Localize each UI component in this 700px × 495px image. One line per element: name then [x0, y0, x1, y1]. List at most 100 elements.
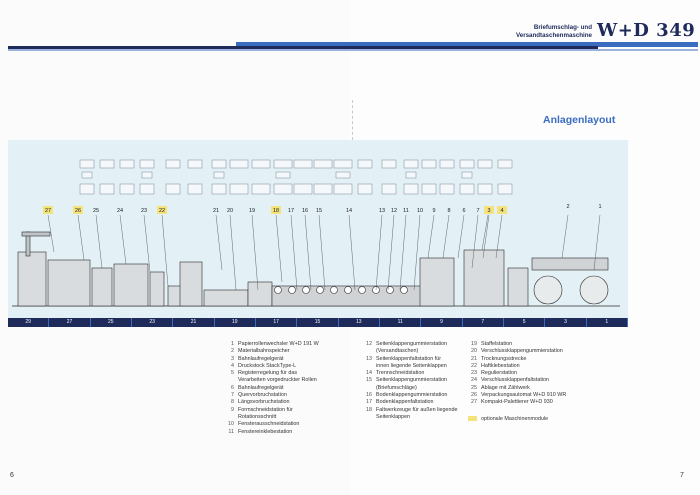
callout-leader — [251, 214, 259, 291]
legend-number: 23 — [471, 370, 477, 377]
legend-number — [363, 363, 372, 370]
legend-optional-text: optionale Maschinenmodule — [481, 416, 549, 422]
legend-text: Bahnlaufregelgerät — [238, 355, 284, 362]
callout-label: 22 — [159, 208, 165, 214]
plan-module — [81, 171, 93, 179]
callout-label: 4 — [500, 208, 503, 214]
scale-mark: 7 — [463, 318, 504, 327]
legend_col1-item: Verarbeiten vorgedruckter Rollen — [225, 377, 319, 384]
header-model: W+D 349 — [597, 20, 696, 41]
legend-number: 26 — [471, 392, 477, 399]
plan-module — [213, 171, 225, 179]
plan-module — [251, 159, 271, 169]
legend-number: 10 — [228, 421, 234, 428]
legend-text: Quervorbruchstation — [238, 392, 287, 399]
legend-text: Fenstereinklebestation — [238, 428, 293, 435]
machine-side-view — [12, 231, 620, 307]
station-roller — [330, 286, 338, 294]
plan-module — [211, 183, 227, 195]
legend-number: 4 — [231, 362, 234, 369]
scale-mark: 11 — [380, 318, 422, 327]
legend-number: 6 — [231, 384, 234, 391]
callout-label: 19 — [249, 208, 255, 214]
station-roller — [288, 286, 296, 294]
plan-module — [273, 159, 293, 169]
scale-mark: 25 — [91, 318, 132, 327]
legend-text: Staffelstation — [481, 341, 513, 347]
plan-module — [497, 159, 513, 169]
plan-module — [357, 183, 373, 195]
plan-module — [79, 159, 95, 169]
scale-mark: 17 — [256, 318, 298, 327]
callout-label: 17 — [288, 208, 294, 214]
legend-number: 15 — [366, 377, 372, 384]
legend-text: Druckstock StackType-L — [238, 362, 297, 369]
header-subtitle-line2: Versandtaschenmaschine — [515, 31, 592, 39]
header-bar-blue — [236, 42, 698, 47]
regulating-module — [113, 263, 149, 307]
legend-text: Seitenklappenfaltstation für — [376, 355, 442, 362]
plan-module — [79, 183, 95, 195]
plan-module — [405, 171, 417, 179]
web-guide-module — [507, 267, 529, 307]
scale-mark: 23 — [132, 318, 174, 327]
legend_col1-item: 3 Bahnlaufregelgerät — [225, 356, 319, 363]
scale-mark: 3 — [545, 318, 587, 327]
staggering-module — [203, 289, 249, 307]
scale-mark: 19 — [215, 318, 256, 327]
callout-leader — [375, 214, 383, 291]
legend_col2-item: (Versandtaschen) — [363, 348, 458, 355]
legend-text: Regulierstation — [481, 370, 517, 377]
scale-mark: 29 — [8, 318, 50, 327]
callout-leader — [457, 214, 465, 259]
optional-marker — [497, 206, 507, 214]
callout-label: 6 — [462, 208, 465, 214]
paper-roll — [533, 275, 563, 305]
station-roller — [302, 286, 310, 294]
legend-text: Längsvorbruchstation — [238, 399, 290, 406]
legend-text: Verarbeiten vorgedruckter Rollen — [238, 377, 317, 384]
legend-number: 7 — [231, 392, 234, 399]
plan-module — [381, 183, 397, 195]
plan-module — [119, 159, 135, 169]
scale-mark: 9 — [421, 318, 463, 327]
legend-number: 22 — [471, 362, 477, 369]
callout-label: 8 — [447, 208, 450, 214]
optional-marker — [271, 206, 281, 214]
plan-module — [477, 183, 493, 195]
plan-module — [421, 159, 437, 169]
station-roller — [316, 286, 324, 294]
page-number-right: 7 — [680, 472, 684, 479]
scale-mark: 5 — [504, 318, 546, 327]
legend-number — [363, 385, 372, 392]
callout-label: 9 — [432, 208, 435, 214]
plan-module — [333, 159, 353, 169]
callout-label: 11 — [403, 208, 409, 214]
callout-leader — [229, 214, 237, 291]
plan-module — [187, 159, 203, 169]
plan-module — [187, 183, 203, 195]
legend-number: 3 — [231, 355, 234, 362]
legend-text: Bahnlaufregelgerät — [238, 384, 284, 391]
legend-text: Rotationsschnitt — [238, 413, 277, 420]
plan-module — [273, 183, 293, 195]
callout-labels: 2726252423222120191817161514131211109865… — [43, 204, 602, 214]
legend-number: 5 — [231, 370, 234, 377]
plan-module — [229, 159, 249, 169]
callout-label: 13 — [379, 208, 385, 214]
scale-mark: 13 — [339, 318, 380, 327]
plan-module — [141, 171, 153, 179]
plan-module — [165, 159, 181, 169]
callout-leader — [427, 214, 435, 259]
legend_col2-item: (Briefumschläge) — [363, 385, 458, 392]
optional-marker — [73, 206, 83, 214]
